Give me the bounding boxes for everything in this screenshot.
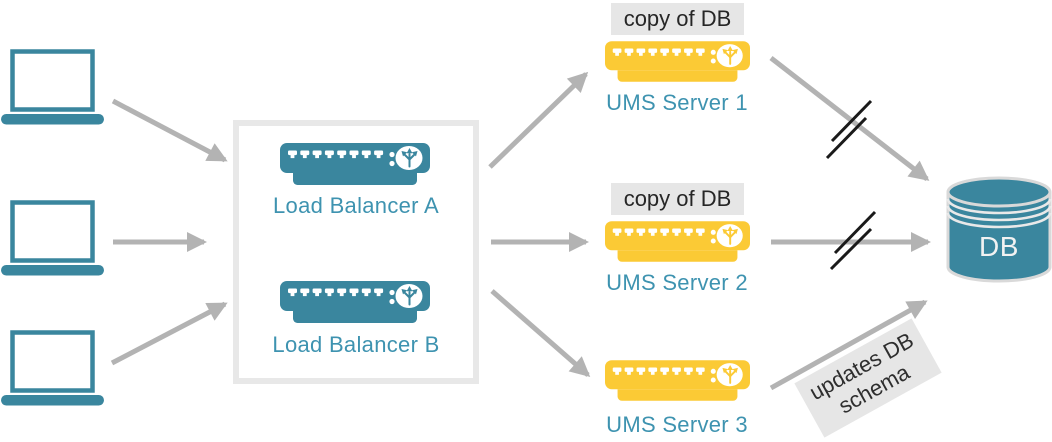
load-balancer-b-icon	[280, 281, 430, 323]
arrow-loadbalancers-to-ums3	[490, 289, 591, 377]
ums-server-3-icon	[605, 360, 750, 401]
arrow-ums3-to-db	[769, 299, 928, 391]
db-label: DB	[979, 231, 1019, 262]
arrow-client3-to-loadbalancers	[110, 301, 228, 366]
laptop-icon	[1, 330, 104, 406]
load-balancer-a-icon	[280, 143, 430, 185]
ums-server-1-label: UMS Server 1	[606, 90, 748, 115]
break-slash-icon	[833, 210, 877, 255]
break-slash-icon	[829, 227, 873, 271]
ums-server-2-icon	[605, 221, 750, 262]
load-balancer-group-box	[233, 120, 479, 384]
arrow-loadbalancers-to-ums1	[488, 71, 589, 169]
db-cylinder-icon	[946, 176, 1052, 283]
laptop-icon	[1, 200, 104, 276]
ums1-copy-of-db-badge: copy of DB	[611, 3, 744, 35]
ums-server-3-label: UMS Server 3	[606, 412, 748, 437]
ums2-copy-of-db-badge: copy of DB	[611, 183, 744, 215]
break-slash-icon	[825, 116, 868, 160]
arrow-client1-to-loadbalancers	[111, 98, 228, 163]
break-slash-icon	[830, 99, 873, 143]
laptop-icon	[1, 49, 104, 125]
arrow-ums1-to-db	[769, 56, 930, 181]
load-balancer-b-label: Load Balancer B	[272, 332, 440, 357]
ums-server-1-icon	[605, 41, 750, 82]
load-balancer-a-label: Load Balancer A	[273, 193, 439, 218]
ums-server-2-label: UMS Server 2	[606, 270, 748, 295]
